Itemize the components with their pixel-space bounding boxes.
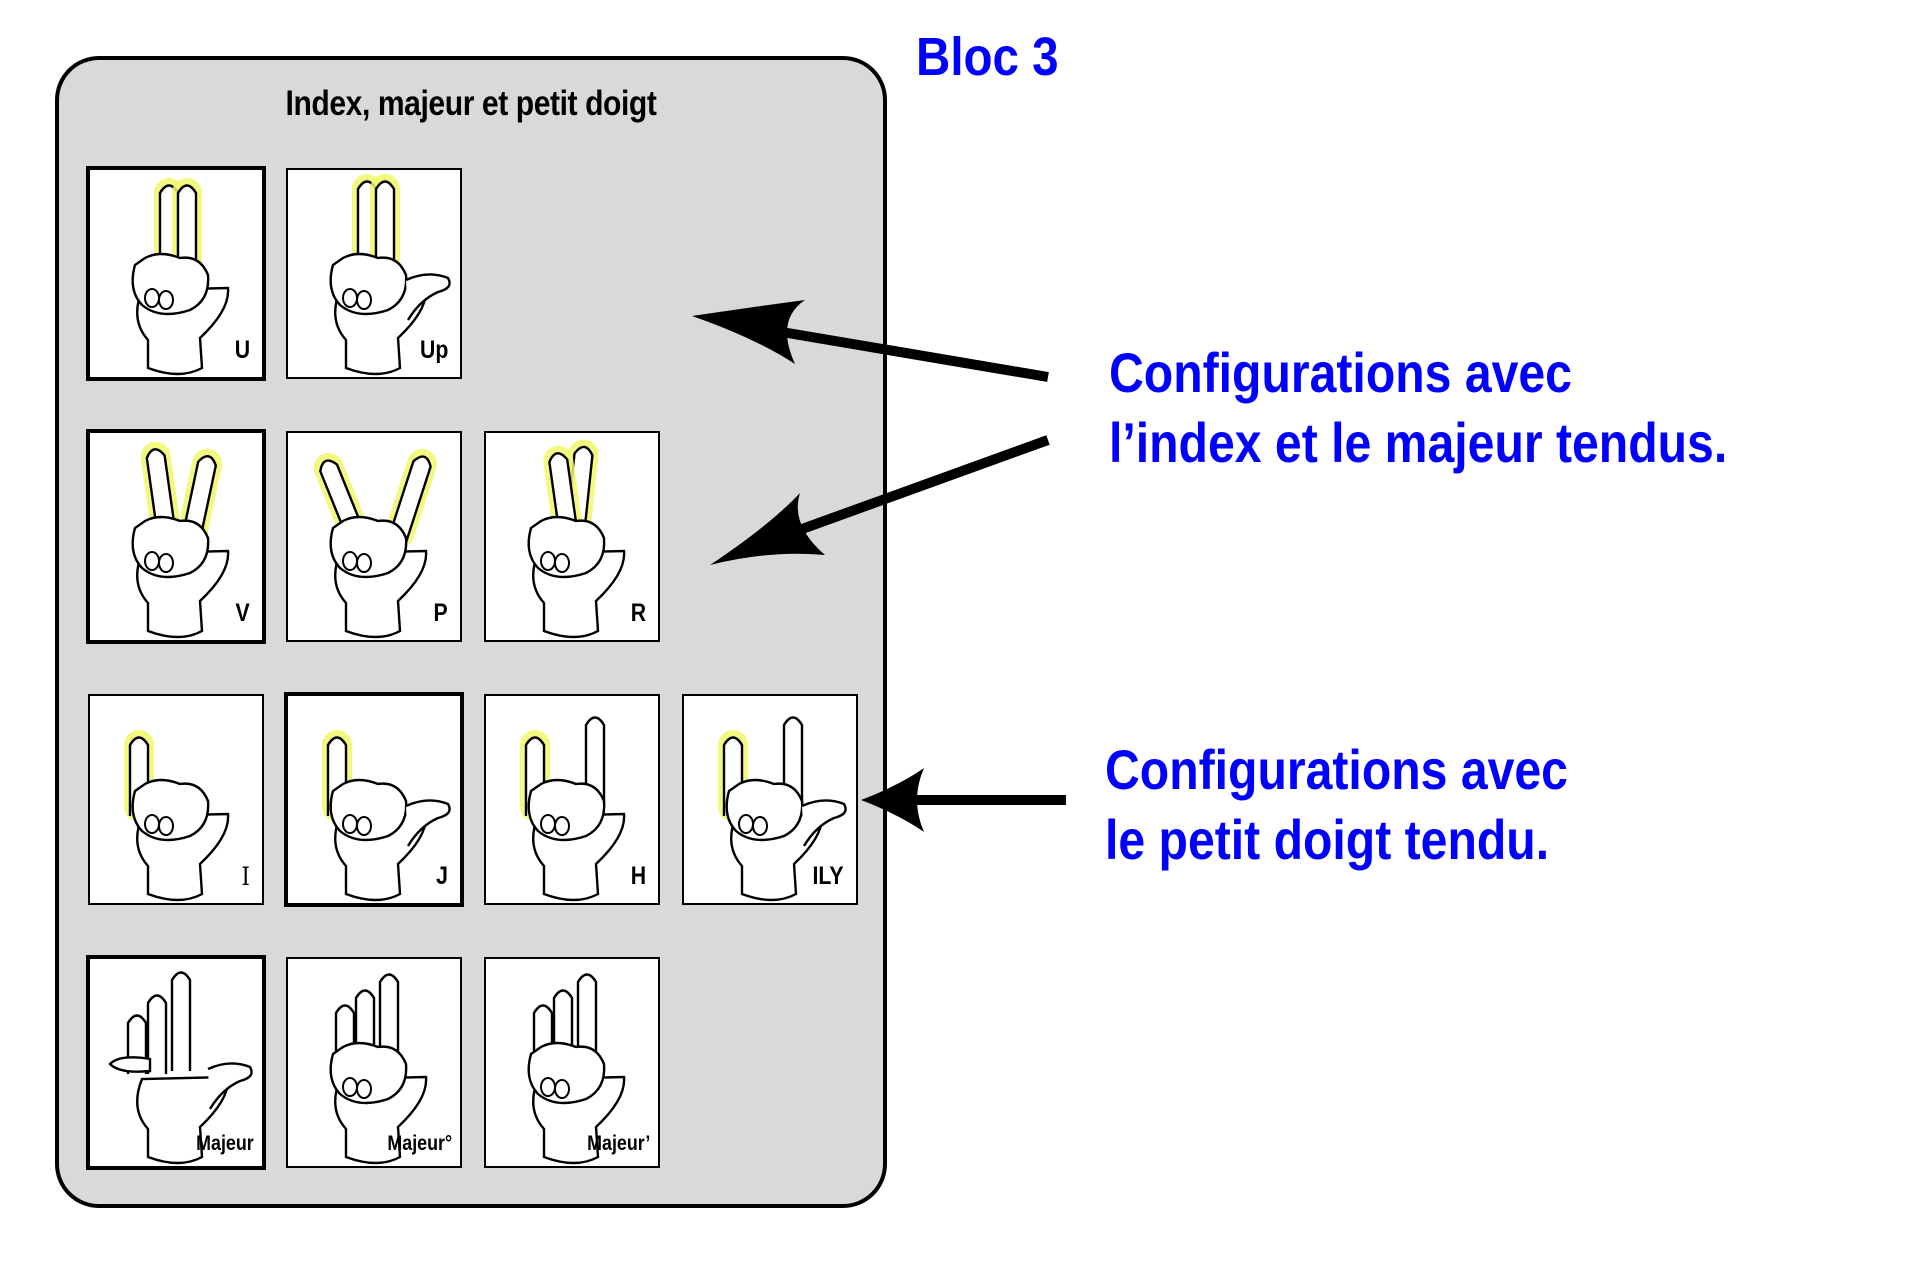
bloc-title: Bloc 3 [916,27,1059,87]
card-label: Up [419,336,448,364]
arrow-to-row3 [861,768,1066,832]
handshape-card-majeur-degree: Majeur° [286,957,462,1168]
card-label: R [630,599,646,627]
card-label: V [235,599,250,627]
handshape-card-h: H [484,694,660,905]
handshape-card-i: I [88,694,264,905]
annotation-index-middle: Configurations avec l’index et le majeur… [1109,338,1727,478]
card-label: I [241,862,250,891]
hand-icon [131,178,230,376]
handshape-card-up: Up [286,168,462,379]
hand-icon [124,730,230,902]
handshape-card-majeur-prime: Majeur’ [484,957,660,1168]
hand-icon [108,971,253,1165]
handshape-card-u: U [86,166,266,381]
card-label: U [234,336,250,364]
card-label: Majeur’ [586,1132,650,1155]
handshape-card-ily: ILY [682,694,858,905]
hand-icon [718,716,847,902]
hand-icon [329,973,428,1165]
hand-icon [527,439,626,639]
card-label: Majeur° [387,1132,452,1155]
hand-icon [313,448,438,639]
card-label: J [436,862,448,890]
hand-icon [329,174,451,376]
card-label: P [433,599,448,627]
card-label: H [630,862,646,890]
annotation-line: le petit doigt tendu. [1105,808,1550,871]
annotation-line: Configurations avec [1109,341,1572,404]
annotation-line: l’index et le majeur tendus. [1109,411,1728,474]
annotation-line: Configurations avec [1105,738,1568,801]
handshape-card-r: R [484,431,660,642]
card-label: Majeur [196,1132,254,1155]
hand-icon [520,716,626,902]
panel-title: Index, majeur et petit doigt [285,84,657,123]
handshape-card-majeur: Majeur [86,955,266,1170]
hand-icon [322,730,451,902]
handshape-card-v: V [86,429,266,644]
hand-icon [131,441,230,639]
handshape-card-p: P [286,431,462,642]
annotation-pinky: Configurations avec le petit doigt tendu… [1105,735,1568,875]
hand-icon [527,973,626,1165]
card-label: ILY [812,862,844,890]
handshape-card-j: J [284,692,464,907]
